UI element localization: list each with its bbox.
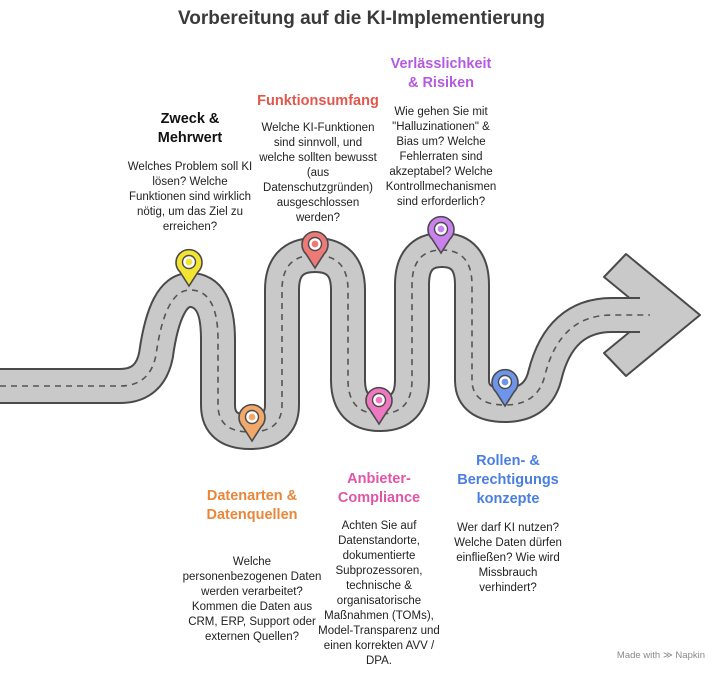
step-rollen: Rollen- & Berechtigungs konzepte Wer dar…	[438, 452, 578, 596]
step-datenarten: Datenarten & Datenquellen Welche persone…	[178, 487, 326, 645]
step-description: Welches Problem soll KI lösen? Welche Fu…	[127, 161, 253, 233]
step-anbieter: Anbieter-Compliance Achten Sie auf Daten…	[310, 470, 448, 669]
step-heading: Rollen- & Berechtigungs konzepte	[457, 453, 559, 507]
pin-zweck	[175, 248, 203, 288]
step-heading: Verlässlichkeit & Risiken	[390, 56, 492, 91]
step-description: Achten Sie auf Datenstandorte, dokumenti…	[318, 520, 440, 667]
pin-risiken	[427, 215, 455, 255]
pin-datenarten	[238, 403, 266, 443]
page-title: Vorbereitung auf die KI-Implementierung	[177, 8, 545, 29]
pin-rollen	[491, 368, 519, 408]
step-description: Wer darf KI nutzen? Welche Daten dürfen …	[454, 522, 562, 594]
road-surface	[0, 234, 640, 448]
step-description: Welche personenbezogenen Daten werden ve…	[182, 556, 322, 643]
step-zweck: Zweck & Mehrwert Welches Problem soll KI…	[120, 110, 260, 235]
pin-funktion	[301, 230, 329, 270]
step-heading: Datenarten & Datenquellen	[206, 488, 298, 523]
step-heading: Funktionsumfang	[257, 93, 379, 109]
step-description: Wie gehen Sie mit "Halluzinationen" & Bi…	[385, 106, 497, 208]
road-lane-markings	[0, 249, 650, 433]
pin-anbieter	[365, 386, 393, 426]
step-description: Welche KI-Funktionen sind sinnvoll, und …	[259, 122, 377, 224]
step-heading: Zweck & Mehrwert	[157, 111, 223, 146]
step-risiken: Verlässlichkeit & Risiken Wie gehen Sie …	[370, 55, 512, 210]
footer-credit: Made with ≫ Napkin	[616, 650, 705, 661]
step-heading: Anbieter-Compliance	[337, 471, 421, 506]
step-funktion: Funktionsumfang Welche KI-Funktionen sin…	[248, 92, 388, 226]
